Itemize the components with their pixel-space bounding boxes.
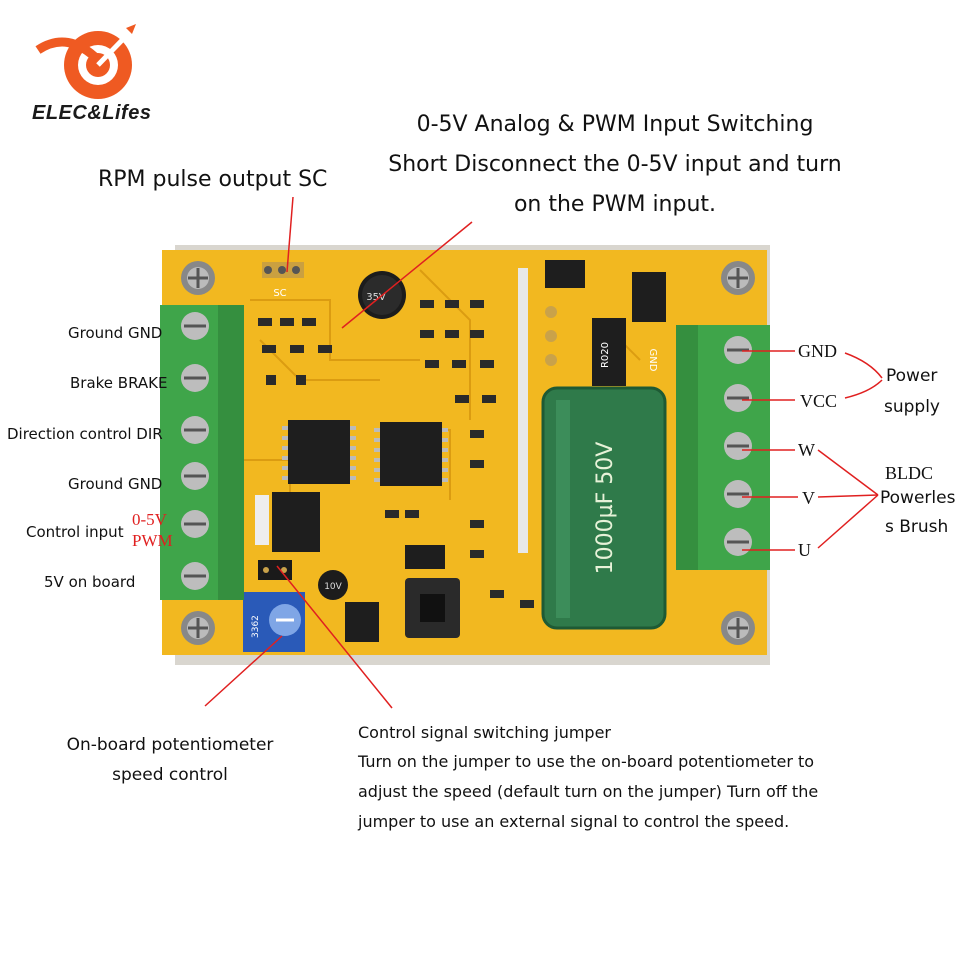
cap-tiny-label: 10V: [324, 582, 342, 592]
cap-small-label: 35V: [366, 292, 386, 303]
left-terminal-label: 5V on board: [44, 573, 136, 591]
pot-callout-line: [204, 635, 283, 707]
silk-gnd: GND: [647, 349, 658, 372]
terminal-label-gnd: GND: [798, 341, 837, 361]
bldc-line-u: [817, 494, 879, 549]
right-terminal-block: [676, 325, 770, 570]
terminal-label-u: U: [798, 540, 811, 560]
driver-ic-right: [374, 422, 448, 486]
potentiometer-label: speed control: [112, 765, 228, 785]
power-supply-label: Power: [886, 366, 938, 386]
bldc-line-w: [817, 449, 879, 496]
logo-text: ELEC&Lifes: [32, 102, 152, 124]
silk-sc: SC: [273, 288, 286, 299]
left-terminal-label: Ground GND: [68, 324, 163, 342]
mosfet-row: [345, 545, 445, 642]
regulator: [272, 492, 320, 552]
terminal-label-v: V: [802, 488, 815, 508]
bldc-label: BLDC: [885, 463, 934, 483]
left-terminal-label: Control input: [26, 523, 124, 541]
rpm-output-label: RPM pulse output SC: [98, 167, 328, 192]
left-terminal-block: [160, 305, 244, 600]
power-supply-label: supply: [884, 397, 940, 417]
brand-logo: ELEC&Lifes: [28, 20, 158, 130]
jumper-title: Control signal switching jumper: [358, 723, 611, 742]
sc-header: SC: [262, 262, 304, 299]
terminal-label-vcc: VCC: [800, 391, 838, 411]
potentiometer-icon: 3362: [243, 592, 305, 652]
pwm-switch-desc-1: Short Disconnect the 0-5V input and turn: [388, 152, 842, 177]
bldc-line-v: [817, 494, 879, 498]
main-capacitor: 1000µF 50V: [541, 386, 667, 630]
control-mode-pwm: PWM: [132, 531, 173, 550]
logo-mark-icon: [35, 24, 136, 99]
left-terminal-label: Direction control DIR: [7, 425, 163, 443]
pwm-switch-callout-line: [341, 221, 473, 329]
cap-large-label: 1000µF 50V: [593, 442, 618, 575]
left-terminal-label: Brake BRAKE: [70, 374, 168, 392]
shunt-resistor: [592, 318, 626, 386]
control-mode-0-5v: 0-5V: [132, 510, 167, 529]
driver-ic-left: [282, 420, 356, 484]
terminal-label-w: W: [798, 440, 815, 460]
jumper-desc: Turn on the jumper to use the on-board p…: [358, 752, 815, 771]
jumper-desc: adjust the speed (default turn on the ju…: [358, 782, 819, 801]
rpm-callout-line: [286, 196, 294, 273]
pwm-switch-title: 0-5V Analog & PWM Input Switching: [416, 112, 814, 137]
left-terminal-label: Ground GND: [68, 475, 163, 493]
bldc-label: Powerles: [880, 488, 956, 508]
pwm-switch-desc-2: on the PWM input.: [513, 192, 717, 217]
power-brace: [844, 352, 883, 399]
pin-header: [545, 306, 557, 366]
mounting-screw-icon: [181, 261, 755, 645]
pot-code: 3362: [251, 615, 261, 638]
resistor-label: R020: [600, 342, 611, 368]
jumper-callout-line: [276, 565, 393, 709]
jumper-desc: jumper to use an external signal to cont…: [358, 812, 790, 831]
bldc-label: s Brush: [885, 517, 949, 537]
potentiometer-label: On-board potentiometer: [66, 735, 274, 755]
